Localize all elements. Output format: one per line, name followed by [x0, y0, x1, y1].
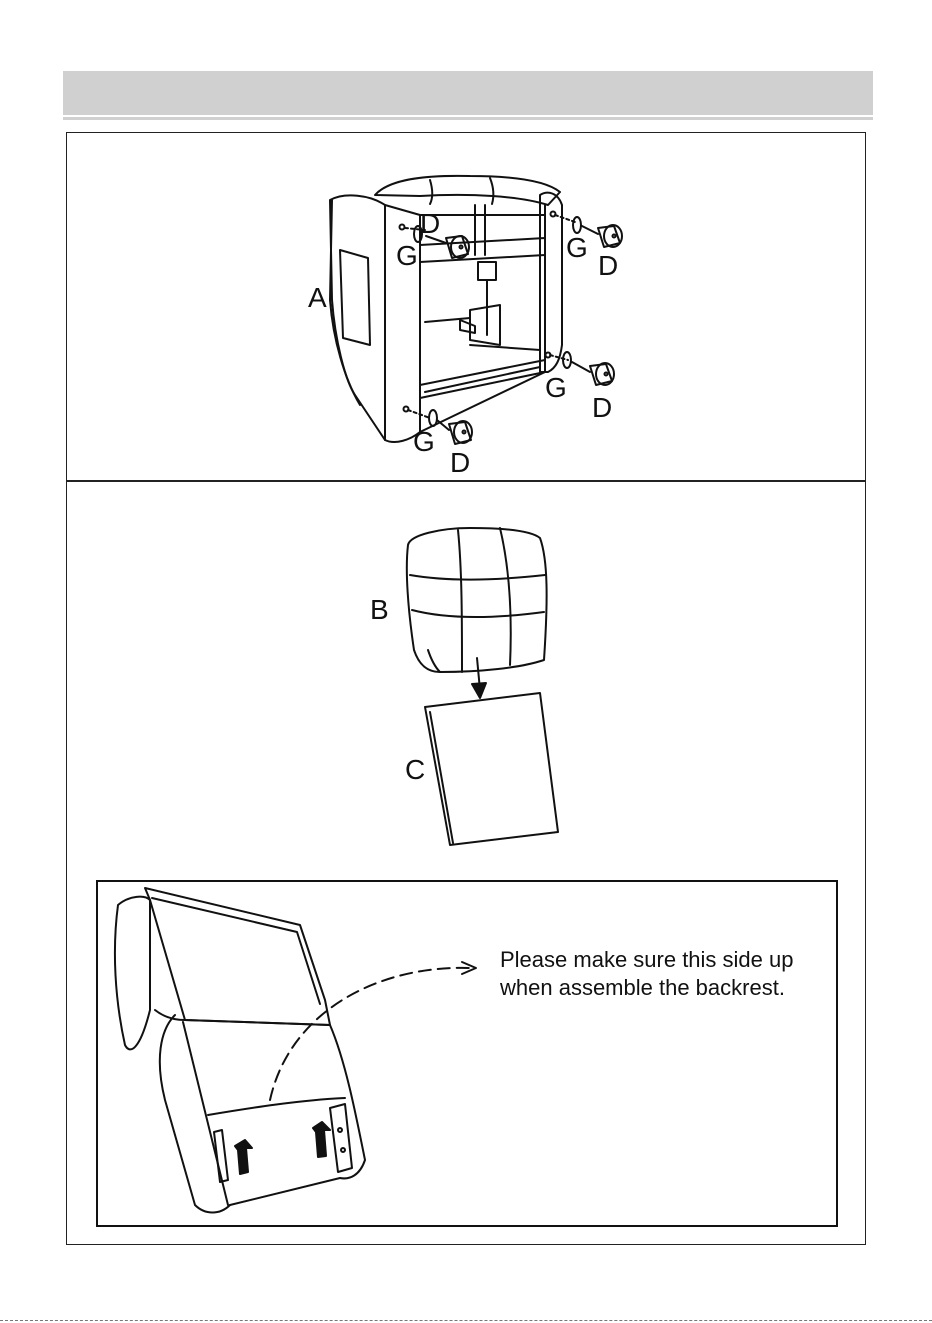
backrest-orientation-note: Please make sure this side up when assem…	[500, 946, 794, 1002]
note-line-1: Please make sure this side up	[500, 947, 794, 972]
footer-rule	[0, 1320, 932, 1321]
note-line-2: when assemble the backrest.	[500, 975, 785, 1000]
